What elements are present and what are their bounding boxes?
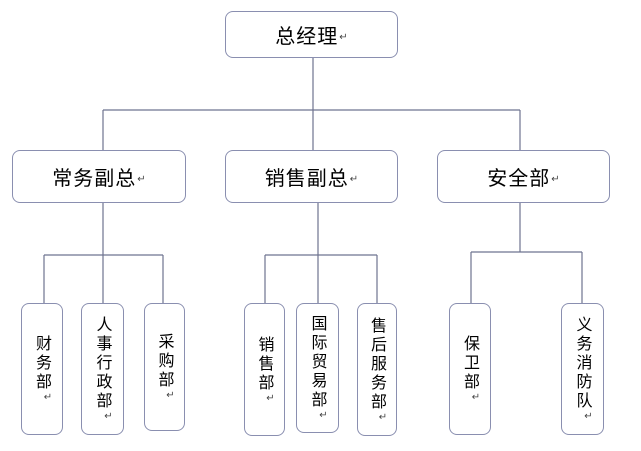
paragraph-mark-icon: ↵ (104, 411, 113, 422)
node-hr-admin: 人事行政部 ↵ (81, 303, 124, 435)
node-intl-trade: 国际贸易部 ↵ (296, 303, 339, 433)
paragraph-mark-icon: ↵ (319, 410, 328, 421)
paragraph-mark-icon: ↵ (584, 411, 593, 422)
node-vp-sales: 销售副总 ↵ (225, 150, 398, 203)
node-after-sales-label: 售后服务部 (368, 316, 387, 412)
paragraph-mark-icon: ↵ (349, 173, 359, 185)
paragraph-mark-icon: ↵ (166, 390, 175, 401)
node-hr-admin-label: 人事行政部 (93, 316, 113, 411)
node-vp-operations-label: 常务副总 (52, 166, 137, 190)
node-after-sales: 售后服务部 ↵ (357, 303, 397, 436)
node-purchasing: 采购部 ↵ (144, 303, 185, 431)
node-security-dept-label: 安全部 (487, 166, 551, 190)
node-sales-dept: 销售部 ↵ (244, 303, 285, 436)
node-intl-trade-label: 国际贸易部 (308, 315, 328, 410)
node-finance: 财务部 ↵ (21, 303, 63, 435)
node-guard: 保卫部 ↵ (449, 303, 491, 435)
node-sales-dept-label: 销售部 (255, 335, 275, 393)
paragraph-mark-icon: ↵ (43, 392, 53, 403)
paragraph-mark-icon: ↵ (339, 31, 348, 43)
node-security-dept: 安全部 ↵ (437, 150, 610, 203)
node-purchasing-label: 采购部 (155, 333, 175, 390)
node-finance-label: 财务部 (33, 335, 52, 392)
paragraph-mark-icon: ↵ (551, 173, 560, 185)
node-guard-label: 保卫部 (461, 335, 480, 392)
paragraph-mark-icon: ↵ (471, 392, 481, 403)
paragraph-mark-icon: ↵ (266, 392, 275, 404)
paragraph-mark-icon: ↵ (378, 411, 388, 423)
node-ceo: 总经理 ↵ (225, 11, 398, 58)
node-ceo-label: 总经理 (275, 24, 339, 48)
paragraph-mark-icon: ↵ (137, 173, 146, 185)
node-fire-brigade: 义务消防队 ↵ (561, 303, 604, 435)
node-vp-sales-label: 销售副总 (264, 166, 349, 190)
node-vp-operations: 常务副总 ↵ (12, 150, 186, 203)
node-fire-brigade-label: 义务消防队 (573, 316, 593, 411)
